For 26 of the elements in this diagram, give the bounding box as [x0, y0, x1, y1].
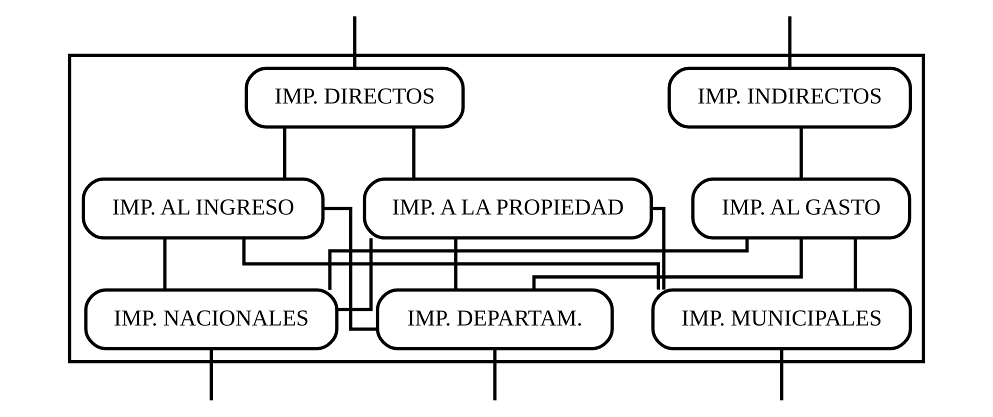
connector [328, 238, 749, 290]
connector [163, 238, 167, 290]
connector [854, 238, 858, 290]
node-box: IMP. A LA PROPIEDAD [362, 178, 653, 240]
connector [780, 349, 784, 400]
connector [337, 238, 373, 312]
connector [788, 16, 792, 68]
connector [283, 127, 286, 179]
node-box: IMP. MUNICIPALES [651, 288, 912, 350]
connector [242, 238, 660, 290]
node-box: IMP. INDIRECTOS [668, 66, 912, 129]
connector [412, 127, 416, 179]
node-box: IMP. AL INGRESO [82, 178, 325, 240]
connector [800, 127, 803, 179]
node-box: IMP. DEPARTAM. [376, 288, 614, 350]
connector [454, 238, 458, 290]
cluster [68, 54, 926, 364]
connector [532, 238, 803, 290]
connector [324, 206, 378, 331]
connector [493, 349, 496, 400]
connector [210, 349, 213, 400]
node-box: IMP. AL GASTO [691, 178, 912, 240]
node-box: IMP. NACIONALES [84, 288, 338, 350]
connector [353, 16, 356, 68]
node-box: IMP. DIRECTOS [244, 66, 465, 129]
connector [652, 206, 666, 290]
